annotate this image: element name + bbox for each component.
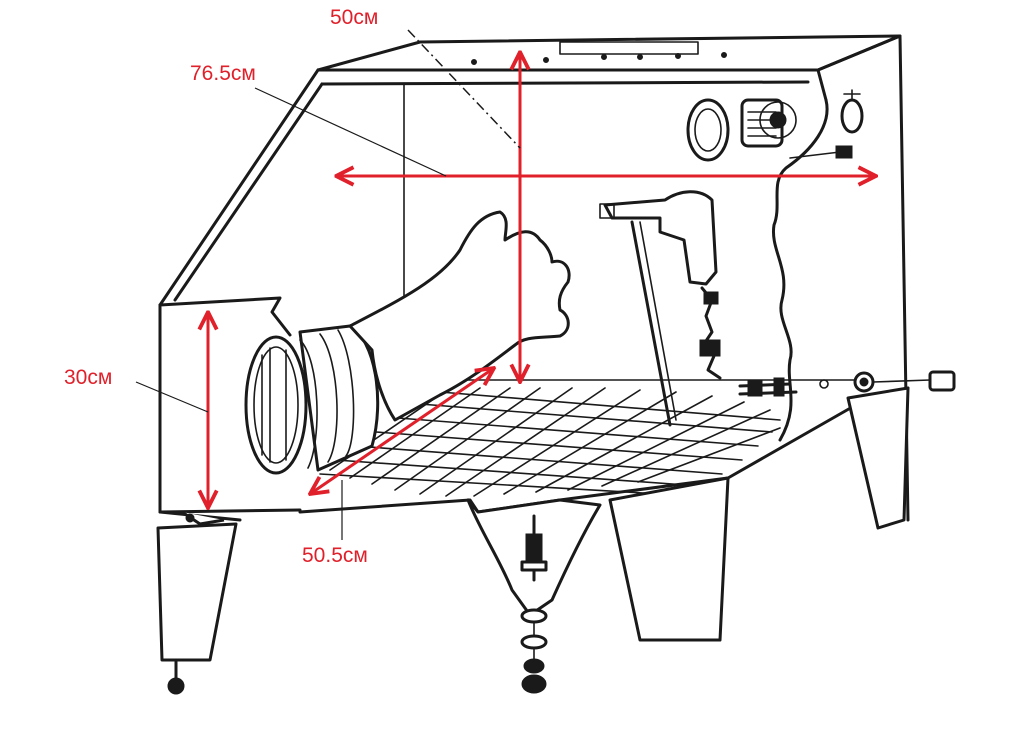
floor-depth-dimension-arrow [310, 368, 494, 494]
legs [156, 386, 910, 695]
switch [840, 98, 864, 134]
port-ring-inner [253, 346, 299, 464]
inlet-nut [928, 370, 956, 392]
front-left-leg [156, 522, 238, 662]
glove-port [244, 324, 380, 475]
cabinet-top [316, 34, 902, 72]
blast-gun [599, 190, 722, 427]
top-vent [559, 41, 699, 55]
front-right-leg [608, 476, 730, 642]
floor-depth-label: 50.5см [302, 544, 368, 567]
gun-body [603, 190, 718, 286]
depth-leader [407, 29, 521, 149]
cabinet-body [158, 34, 910, 522]
hopper [466, 498, 602, 694]
port-sleeve [298, 324, 380, 472]
width-label: 76.5см [190, 62, 256, 85]
pickup-tube [630, 220, 672, 427]
right-side-panel [816, 34, 910, 522]
depth-label: 50см [330, 6, 378, 29]
window-left-edge [158, 68, 320, 307]
port-ring-outer [244, 335, 308, 475]
rear-right-leg [846, 386, 910, 530]
right-panel-edge [816, 68, 828, 102]
front-height-label: 30см [64, 366, 112, 389]
front-height-leader [135, 381, 209, 413]
glove [348, 210, 571, 422]
width-leader [254, 87, 447, 177]
cutaway-edge [771, 98, 829, 442]
right-wall-fittings [686, 89, 956, 407]
dimension-lines [135, 29, 876, 540]
window-top-edge [320, 80, 810, 86]
window-inner-left-edge [173, 82, 324, 302]
